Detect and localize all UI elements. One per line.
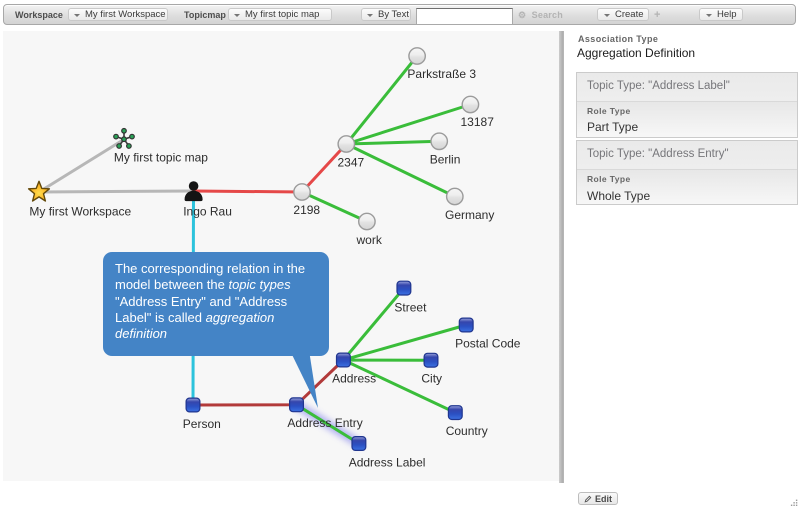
svg-text:City: City [421,372,442,386]
svg-text:My first topic map: My first topic map [114,150,208,164]
svg-text:Address Entry: Address Entry [287,416,362,430]
svg-text:Postal Code: Postal Code [455,337,521,351]
svg-text:Parkstraße 3: Parkstraße 3 [407,67,476,81]
svg-text:2198: 2198 [293,203,320,217]
svg-text:2347: 2347 [338,155,365,169]
svg-text:13187: 13187 [461,115,495,129]
svg-text:Berlin: Berlin [430,153,461,167]
svg-text:work: work [356,233,383,247]
svg-text:Address: Address [332,371,376,385]
svg-text:Person: Person [183,417,221,431]
svg-text:Ingo Rau: Ingo Rau [183,205,232,219]
svg-text:My first Workspace: My first Workspace [29,205,131,219]
svg-text:Street: Street [394,301,427,315]
svg-text:Germany: Germany [445,208,494,222]
svg-text:Country: Country [446,424,488,438]
svg-text:Address Label: Address Label [349,455,426,469]
